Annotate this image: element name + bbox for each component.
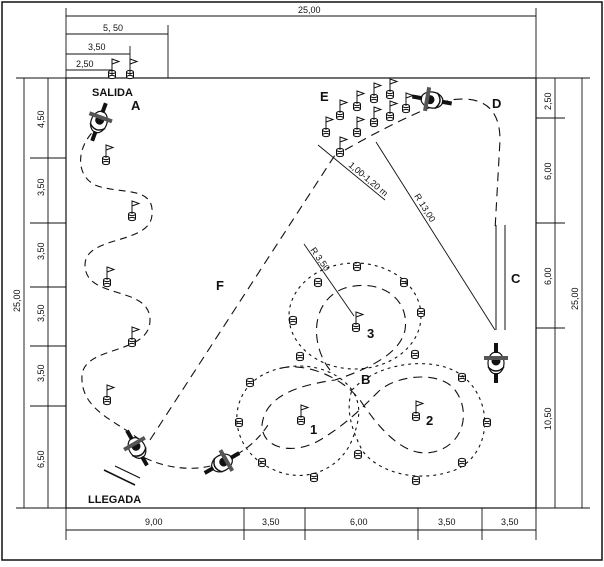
dim-left-350b: 3,50 — [36, 242, 46, 260]
motorcycle-c — [483, 342, 509, 384]
motorcycle-return — [197, 441, 247, 485]
loop-flag-2 — [413, 401, 424, 421]
dimension-lines — [23, 15, 583, 531]
label-d: D — [492, 96, 501, 111]
finish-line-2 — [114, 465, 141, 479]
dim-left-350a: 3,50 — [36, 178, 46, 196]
dim-left-350c: 3,50 — [36, 304, 46, 322]
dim-left-650: 6,50 — [36, 450, 46, 468]
gate-gap-line — [317, 144, 386, 201]
dim-right-total: 25,00 — [570, 287, 580, 310]
dim-top-250: 2,50 — [76, 59, 94, 69]
label-n2: 2 — [426, 413, 433, 428]
label-llegada: LLEGADA — [88, 494, 141, 506]
label-salida: SALIDA — [92, 87, 133, 99]
label-c: C — [511, 271, 521, 286]
dim-left-350d: 3,50 — [36, 364, 46, 382]
gate-gap-label: 1,00-1,20 m — [347, 160, 390, 199]
dim-top-350: 3,50 — [88, 42, 106, 52]
slalom-flag-1 — [103, 145, 114, 165]
slalom-flag-3 — [104, 267, 115, 287]
loop-flag-1 — [298, 405, 309, 425]
radius-label-35: R 3,50 — [308, 245, 331, 272]
dim-top-total: 25,00 — [298, 5, 321, 15]
dim-left-450: 4,50 — [36, 110, 46, 128]
radius-line-35 — [303, 243, 355, 317]
motorcycle-d — [409, 83, 455, 117]
label-f: F — [216, 278, 224, 293]
finish-line-1 — [103, 469, 136, 486]
dim-right-1050: 10,50 — [543, 407, 553, 430]
label-b: B — [361, 372, 370, 387]
motorcycle-finish — [115, 423, 159, 473]
slalom-flag-5 — [104, 385, 115, 405]
curve-path-d — [344, 98, 501, 231]
dim-right-600a: 6,00 — [543, 162, 553, 180]
dim-right-250: 2,50 — [543, 92, 553, 110]
start-flag-2 — [127, 59, 138, 79]
motorcycle-start — [80, 98, 118, 146]
dim-bottom-350b: 3,50 — [438, 517, 456, 527]
loop-flag-3 — [353, 312, 364, 332]
dim-top-550: 5, 50 — [103, 23, 123, 33]
label-e: E — [320, 89, 329, 104]
dim-bottom-350a: 3,50 — [262, 517, 280, 527]
dim-left-total: 25,00 — [12, 289, 22, 312]
field-border — [65, 77, 537, 509]
slalom-flag-4 — [129, 327, 140, 347]
return-path — [144, 424, 269, 469]
figure-eight-paths — [236, 262, 486, 477]
label-n1: 1 — [310, 422, 317, 437]
label-a: A — [131, 98, 141, 113]
start-flag-1 — [109, 59, 120, 79]
dim-bottom-600: 6,00 — [350, 517, 368, 527]
diagonal-path-f — [149, 154, 336, 441]
dim-bottom-350c: 3,50 — [501, 517, 519, 527]
radius-line-13 — [375, 141, 496, 331]
label-n3: 3 — [367, 326, 374, 341]
slalom-flag-2 — [129, 201, 140, 221]
gate-e — [323, 79, 414, 157]
dim-bottom-900: 9,00 — [145, 517, 163, 527]
slalom-path — [80, 124, 153, 441]
dim-right-600b: 6,00 — [543, 267, 553, 285]
